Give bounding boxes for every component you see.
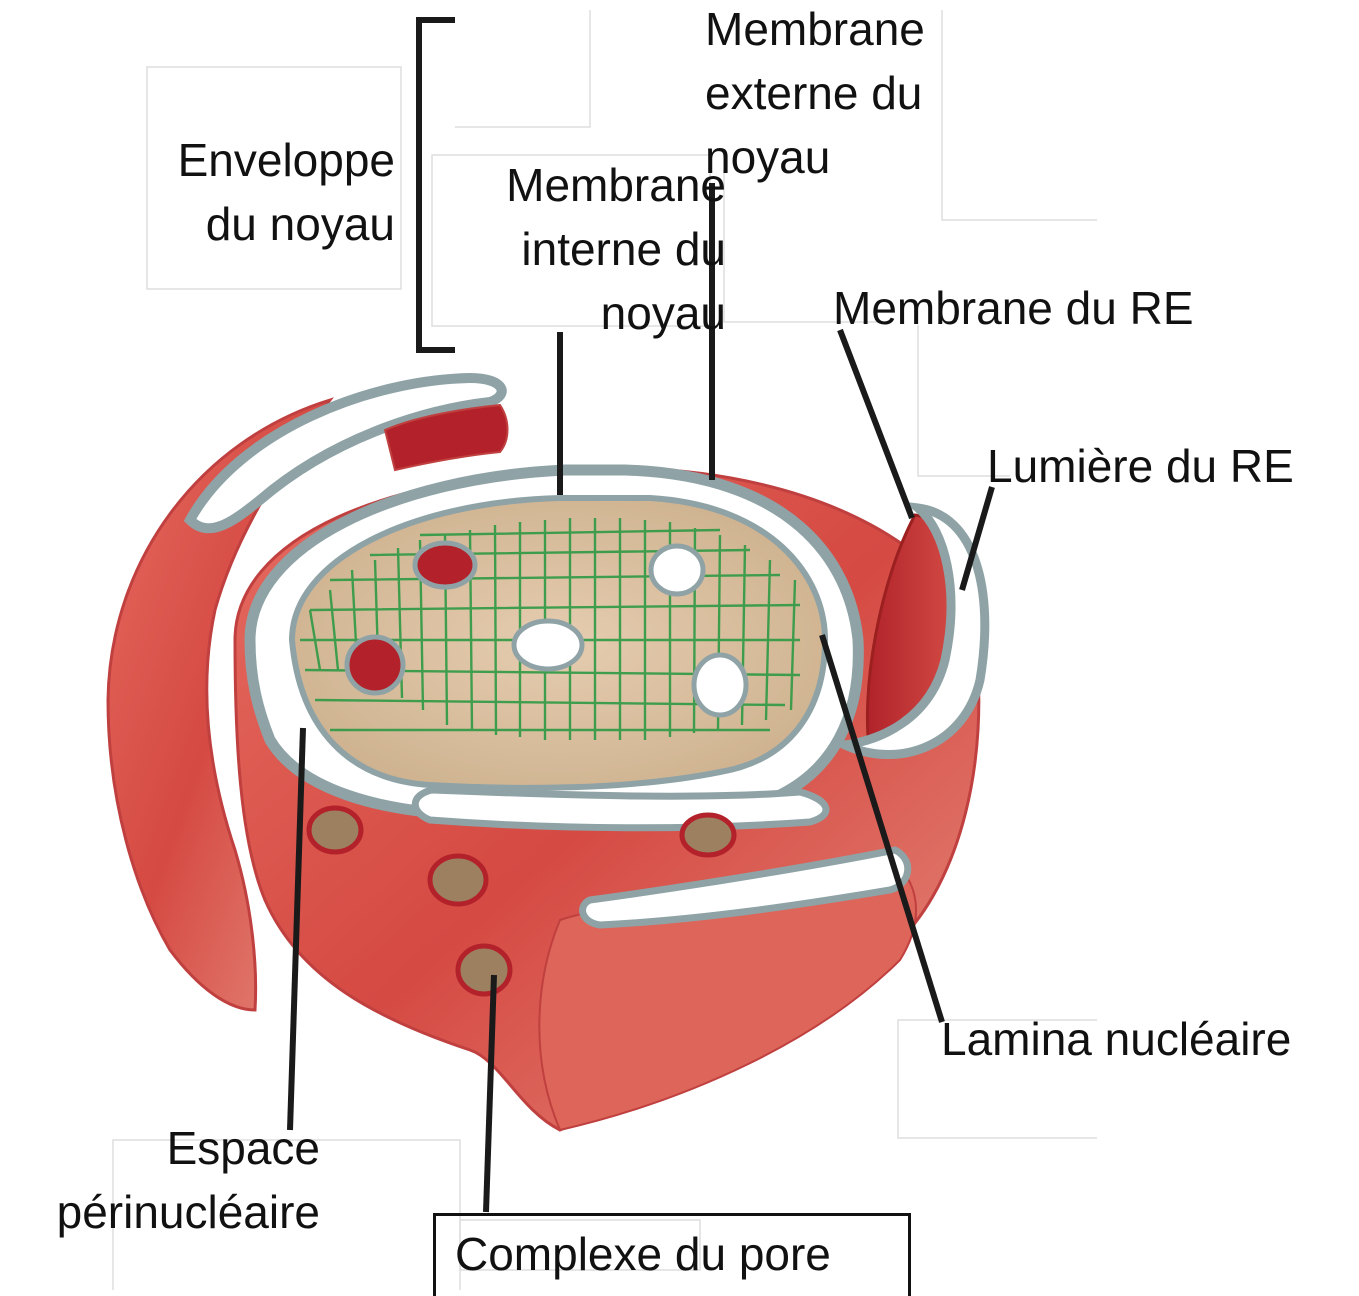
label-er-membrane: Membrane du RE xyxy=(833,276,1263,340)
nucleus-illustration xyxy=(108,378,985,1130)
label-pore-complex: Complexe du pore xyxy=(455,1222,905,1286)
er-membrane-line xyxy=(840,330,912,518)
pore-hole xyxy=(415,543,475,587)
label-er-lumen: Lumière du RE xyxy=(987,434,1357,498)
front-lumen-edge xyxy=(415,790,826,828)
label-perinuclear-space: Espace périnucléaire xyxy=(10,1116,320,1244)
pore-complex xyxy=(682,815,734,855)
label-lamina: Lamina nucléaire xyxy=(941,1007,1356,1071)
label-inner-membrane: Membrane interne du noyau xyxy=(446,153,726,345)
pore-complex xyxy=(458,946,510,994)
label-envelope: Enveloppe du noyau xyxy=(130,128,395,256)
pore-complex xyxy=(430,856,486,904)
pore-hole xyxy=(651,546,703,594)
pore-hole xyxy=(347,637,403,693)
pore-hole xyxy=(694,655,746,715)
pore-complex xyxy=(309,808,361,852)
pore-hole xyxy=(514,621,582,669)
label-outer-membrane: Membrane externe du noyau xyxy=(705,0,1005,189)
